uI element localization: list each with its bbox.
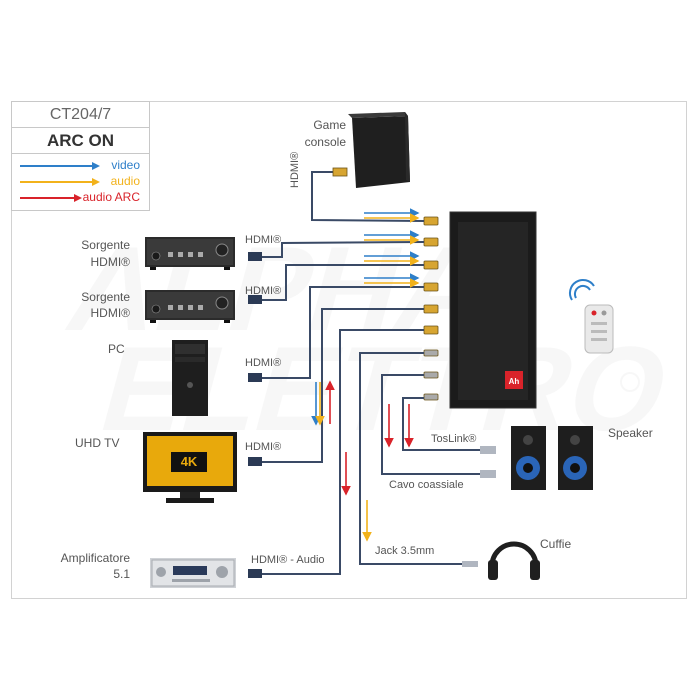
legend-video-label: video <box>111 158 140 172</box>
legend-video-arrow <box>20 162 100 170</box>
legend-audio: audio <box>16 174 146 190</box>
tv-4k-badge: 4K <box>181 454 198 469</box>
diagram-frame <box>11 101 687 599</box>
headphones-label: Cuffie <box>540 537 572 551</box>
speakers-device <box>511 426 593 490</box>
legend-box: CT204/7 ARC ON video audio audio ARC <box>11 101 150 211</box>
source1-device <box>145 237 235 270</box>
cable-plugs <box>248 167 496 578</box>
source1-label-1: Sorgente <box>81 238 130 252</box>
hdmi-audio-label: HDMI® - Audio <box>251 554 325 566</box>
speaker-label: Speaker <box>608 426 653 440</box>
hdmi-source1-label: HDMI® <box>245 234 282 246</box>
source2-label-2: HDMI® <box>90 306 130 320</box>
source2-device <box>145 290 235 323</box>
game-console-label-1: Game <box>313 118 346 132</box>
legend-audio-arrow <box>20 178 100 186</box>
coax-label: Cavo coassiale <box>389 479 464 491</box>
legend-arc-label: audio ARC <box>82 190 140 204</box>
pc-label: PC <box>108 342 125 356</box>
legend-arc-arrow <box>20 194 82 202</box>
legend-audio-label: audio <box>110 174 140 188</box>
headphones-icon <box>488 541 540 580</box>
source1-label-2: HDMI® <box>90 255 130 269</box>
hdmi-switch-box: Ah <box>449 211 537 409</box>
hdmi-source2-label: HDMI® <box>245 285 282 297</box>
signal-arrows <box>311 208 420 542</box>
amplifier-label-2: 5.1 <box>113 567 130 581</box>
model-name: CT204/7 <box>12 102 149 128</box>
source2-label-1: Sorgente <box>81 290 130 304</box>
amplifier-device <box>150 558 236 588</box>
hdmi-tv-label: HDMI® <box>245 441 282 453</box>
hdmi-console-label: HDMI® <box>289 151 301 188</box>
switch-ports <box>423 216 439 401</box>
cables <box>262 171 482 575</box>
amplifier-label-1: Amplificatore <box>60 551 130 565</box>
arc-mode-title: ARC ON <box>12 128 149 154</box>
svg-text:Ah: Ah <box>509 377 520 386</box>
legend-video: video <box>16 158 146 174</box>
uhd-tv-label: UHD TV <box>75 436 120 450</box>
legend-arc: audio ARC <box>16 190 146 206</box>
jack-label: Jack 3.5mm <box>375 545 435 557</box>
hdmi-pc-label: HDMI® <box>245 357 282 369</box>
pc-tower-device <box>172 340 208 416</box>
game-console-label-2: console <box>304 135 346 149</box>
toslink-label: TosLink® <box>431 433 477 445</box>
remote-control-icon <box>569 279 614 354</box>
uhd-tv-device: 4K <box>143 432 237 503</box>
game-console-device <box>348 112 410 188</box>
